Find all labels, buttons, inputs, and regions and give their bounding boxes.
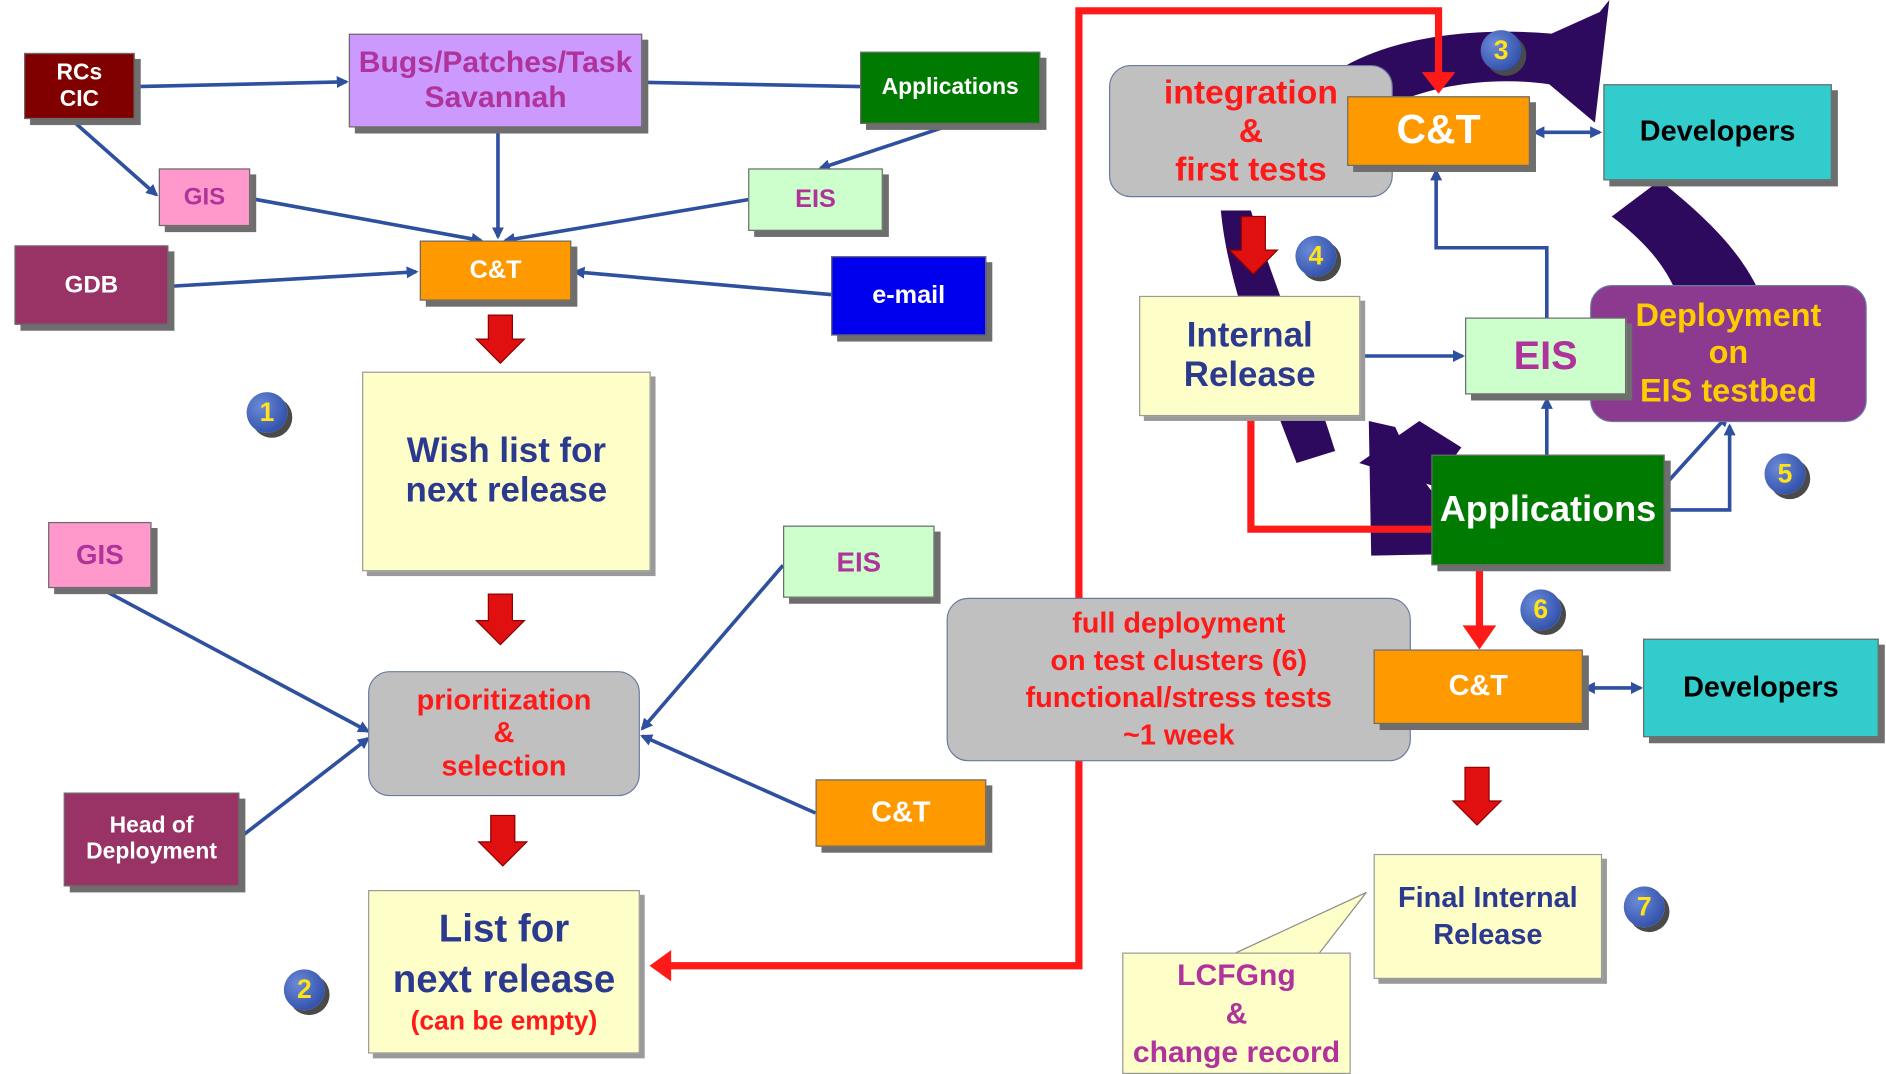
- gdb-label: GDB: [64, 271, 119, 298]
- rcs-cic-box: RCs CIC: [24, 52, 135, 120]
- ct-bottom-label: C&T: [1448, 670, 1508, 703]
- gis-mid-box: GIS: [48, 521, 152, 589]
- step-badge-4: 4: [1295, 235, 1337, 277]
- full-line2: on test clusters (6): [1050, 644, 1308, 677]
- step-badge-7: 7: [1623, 886, 1665, 928]
- list-next-note: (can be empty): [410, 1005, 598, 1036]
- email-box: e-mail: [831, 256, 987, 336]
- eis-mid-label: EIS: [836, 545, 882, 578]
- step-badge-2: 2: [283, 969, 325, 1011]
- final-line1: Final Internal: [1398, 881, 1578, 914]
- deployment-line1: Deployment: [1635, 297, 1822, 334]
- list-next-release-note: List for next release (can be empty): [368, 889, 640, 1054]
- wish-list-line1: Wish list for: [406, 431, 607, 470]
- red-process-path: [656, 7, 1484, 970]
- wish-list-note: Wish list for next release: [362, 371, 651, 572]
- savannah-label: Savannah: [424, 80, 567, 115]
- wish-list-line2: next release: [405, 471, 608, 510]
- head-of-deployment-box: Head of Deployment: [63, 792, 240, 887]
- eis-top-box: EIS: [748, 168, 883, 231]
- lcfgng-line3: change record: [1132, 1034, 1341, 1069]
- head-of-label: Head of: [109, 813, 194, 839]
- flow-down-arrows: [474, 215, 1503, 867]
- deployment-line3: EIS testbed: [1639, 372, 1817, 409]
- prioritization-box: prioritization & selection: [368, 671, 640, 797]
- step-badge-5: 5: [1764, 453, 1806, 495]
- step-badge-3: 3: [1480, 30, 1522, 71]
- lcfgng-line2: &: [1225, 996, 1248, 1031]
- deployment-eis-box: Deployment on EIS testbed: [1590, 285, 1867, 423]
- applications-top-box: Applications: [860, 51, 1041, 124]
- cic-label: CIC: [59, 85, 100, 112]
- deployment-line2: on: [1708, 334, 1749, 371]
- eis-cycle-label: EIS: [1513, 333, 1578, 378]
- integration-box: integration & first tests: [1108, 64, 1393, 198]
- integration-line3: first tests: [1175, 150, 1327, 188]
- full-line1: full deployment: [1072, 606, 1286, 640]
- eis-top-label: EIS: [795, 185, 836, 213]
- gis-top-box: GIS: [158, 168, 251, 227]
- applications-top-label: Applications: [881, 74, 1019, 100]
- ct-top-label: C&T: [469, 256, 522, 284]
- lcfgng-callout: LCFGng & change record: [1122, 952, 1351, 1074]
- eis-cycle-box: EIS: [1465, 317, 1627, 395]
- integration-line1: integration: [1163, 73, 1338, 111]
- list-next-line2: next release: [392, 956, 616, 1001]
- ct-cycle-label: C&T: [1396, 107, 1481, 154]
- lcfgng-line1: LCFGng: [1177, 957, 1296, 992]
- internal-release-note: Internal Release: [1139, 295, 1361, 417]
- gdb-box: GDB: [14, 245, 169, 325]
- final-line2: Release: [1433, 918, 1543, 952]
- integration-line2: &: [1238, 111, 1264, 150]
- ct-top-box: C&T: [419, 240, 572, 301]
- internal-line2: Release: [1183, 355, 1316, 395]
- ct-cycle-box: C&T: [1347, 96, 1530, 166]
- bugs-label: Bugs/Patches/Task: [358, 46, 633, 80]
- eis-mid-box: EIS: [783, 525, 935, 598]
- full-line3: functional/stress tests: [1025, 681, 1332, 715]
- developers-top-box: Developers: [1603, 84, 1832, 181]
- prioritization-line2: &: [493, 717, 515, 750]
- bugs-savannah-box: Bugs/Patches/Task Savannah: [348, 33, 643, 128]
- prioritization-line1: prioritization: [416, 683, 592, 717]
- final-internal-release-note: Final Internal Release: [1373, 853, 1603, 979]
- internal-line1: Internal: [1186, 315, 1313, 355]
- step-badge-1: 1: [246, 392, 288, 433]
- applications-cycle-label: Applications: [1439, 489, 1657, 529]
- developers-bottom-box: Developers: [1643, 638, 1879, 738]
- developers-top-label: Developers: [1639, 115, 1796, 149]
- ct-mid-box: C&T: [815, 779, 987, 847]
- gis-top-label: GIS: [183, 183, 226, 210]
- deployment-label: Deployment: [86, 839, 217, 865]
- connector-arrows: [70, 75, 1736, 839]
- step-badge-6: 6: [1520, 589, 1562, 631]
- list-next-line1: List for: [438, 906, 570, 951]
- full-line4: ~1 week: [1122, 719, 1235, 752]
- rcs-label: RCs: [56, 59, 103, 85]
- ct-bottom-box: C&T: [1373, 649, 1583, 725]
- applications-cycle-box: Applications: [1431, 454, 1665, 566]
- developers-bottom-label: Developers: [1683, 671, 1839, 704]
- gis-mid-label: GIS: [76, 539, 124, 571]
- prioritization-line3: selection: [441, 750, 567, 783]
- ct-mid-label: C&T: [871, 796, 931, 829]
- email-label: e-mail: [872, 281, 946, 309]
- full-deployment-box: full deployment on test clusters (6) fun…: [946, 597, 1411, 762]
